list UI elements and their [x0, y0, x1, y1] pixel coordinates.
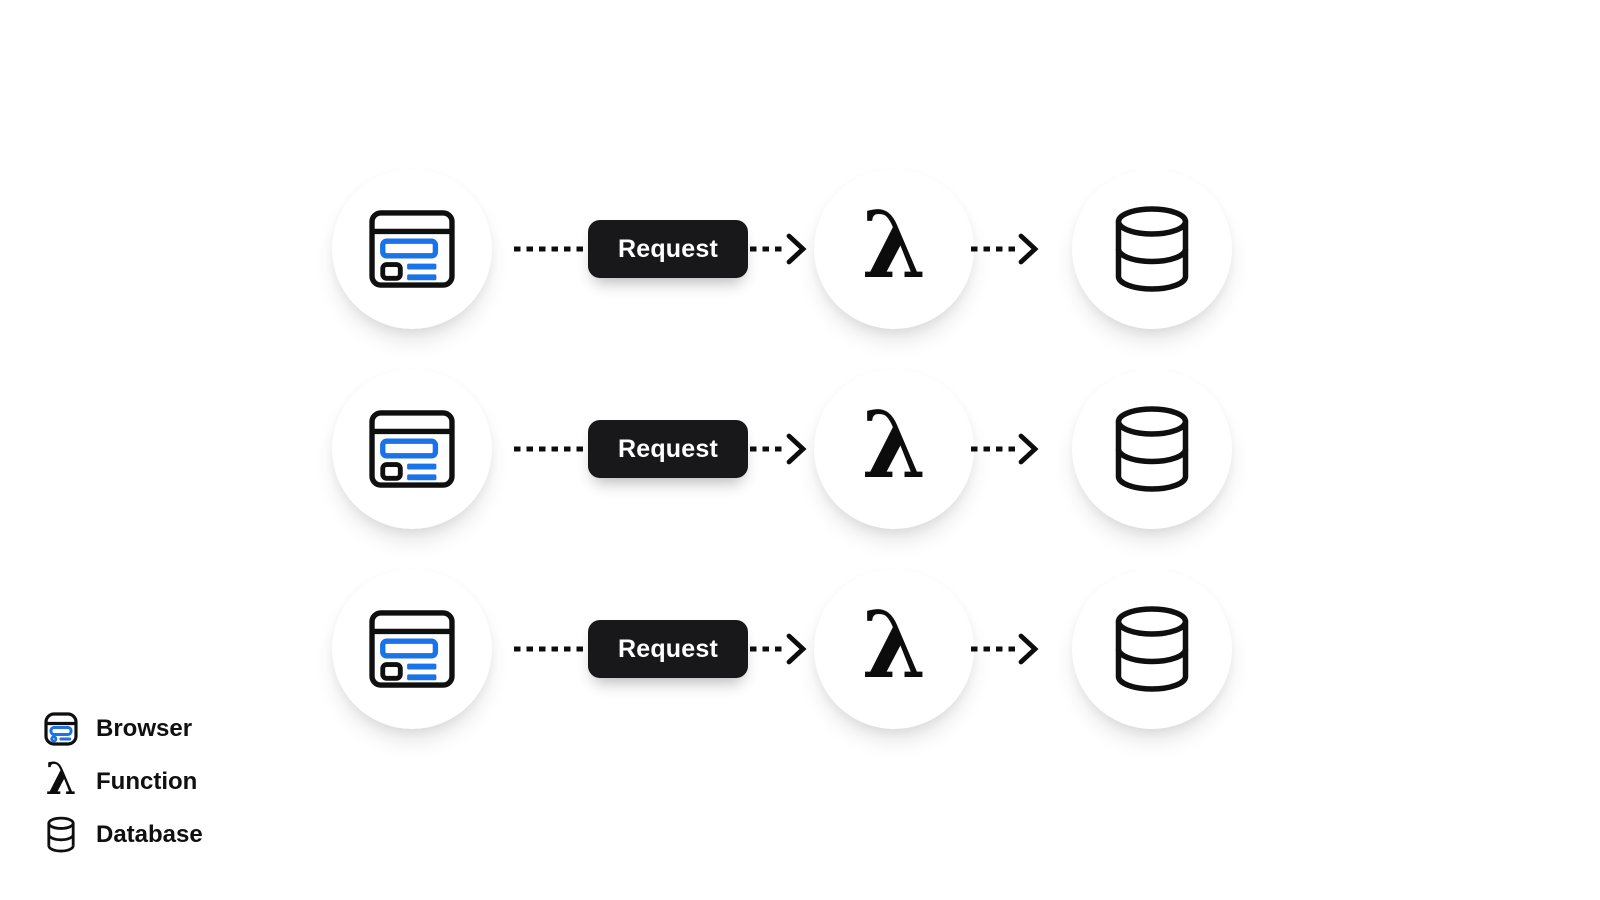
- dashed-arrow: [971, 433, 1039, 465]
- browser-icon: [369, 210, 455, 288]
- dashed-arrow: [750, 233, 807, 265]
- database-icon: [1115, 406, 1189, 492]
- database-icon: [1115, 206, 1189, 292]
- browser-node: [332, 369, 492, 529]
- legend: Browser λ Function Database: [44, 712, 203, 853]
- database-node: [1072, 369, 1232, 529]
- request-button[interactable]: Request: [588, 620, 748, 678]
- browser-node: [332, 169, 492, 329]
- lambda-icon: λ: [861, 191, 927, 299]
- dashed-arrow: [750, 433, 807, 465]
- dashed-line: [514, 246, 586, 252]
- dashed-arrow: [971, 633, 1039, 665]
- browser-icon: [44, 712, 78, 746]
- lambda-icon: λ: [861, 591, 927, 699]
- dashed-line: [514, 646, 586, 652]
- legend-label: Browser: [96, 715, 193, 742]
- function-node: λ: [814, 369, 974, 529]
- flow-row: Request λ: [0, 569, 1600, 729]
- lambda-icon: λ: [45, 754, 77, 805]
- database-node: [1072, 569, 1232, 729]
- function-node: λ: [814, 569, 974, 729]
- browser-icon: [369, 610, 455, 688]
- request-button[interactable]: Request: [588, 220, 748, 278]
- function-node: λ: [814, 169, 974, 329]
- legend-item-database: Database: [44, 816, 203, 853]
- flow-row: Request λ: [0, 169, 1600, 329]
- dashed-arrow: [750, 633, 807, 665]
- database-icon: [1115, 606, 1189, 692]
- browser-node: [332, 569, 492, 729]
- browser-icon: [369, 410, 455, 488]
- legend-item-browser: Browser: [44, 712, 203, 746]
- legend-label: Function: [96, 768, 198, 795]
- database-node: [1072, 169, 1232, 329]
- lambda-icon: λ: [861, 391, 927, 499]
- legend-item-function: λ Function: [44, 754, 203, 805]
- database-icon: [44, 816, 78, 853]
- legend-label: Database: [96, 821, 203, 848]
- request-button[interactable]: Request: [588, 420, 748, 478]
- flow-row: Request λ: [0, 369, 1600, 529]
- dashed-line: [514, 446, 586, 452]
- dashed-arrow: [971, 233, 1039, 265]
